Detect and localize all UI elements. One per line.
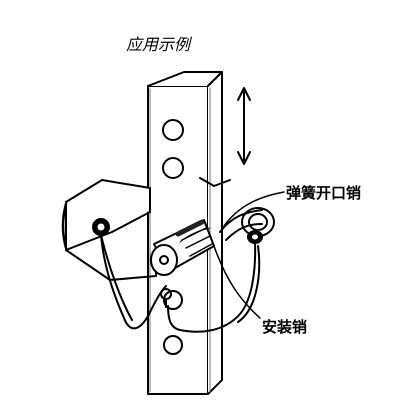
install-pin-label: 安装销 [262, 318, 308, 336]
spring-cotter-pin-label: 弹簧开口销 [286, 184, 362, 202]
spring-cotter-pin [219, 207, 275, 244]
install-pin [150, 219, 215, 308]
motion-arrow-icon [237, 87, 251, 165]
post-holes [162, 119, 184, 355]
diagram-title: 应用示例 [126, 35, 191, 54]
leader-lines [213, 191, 285, 319]
lanyard-cables [100, 234, 261, 333]
rail-clip [92, 218, 110, 236]
